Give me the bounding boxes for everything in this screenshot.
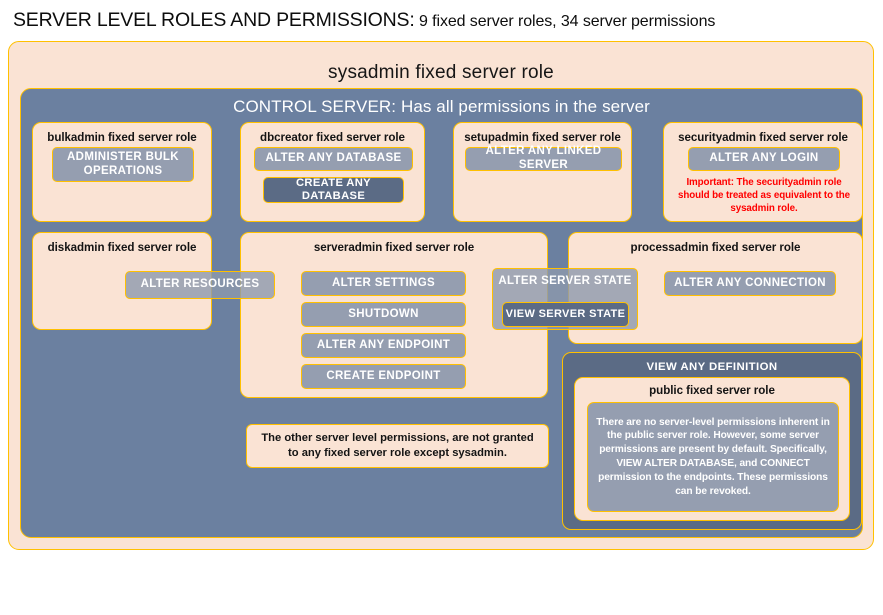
role-label-securityadmin: securityadmin fixed server role <box>678 131 848 144</box>
permission-alter-settings: ALTER SETTINGS <box>301 271 466 296</box>
role-label-processadmin: processadmin fixed server role <box>630 241 801 254</box>
role-box-serveradmin: serveradmin fixed server role ALTER SETT… <box>240 232 548 398</box>
permission-label-view-any-definition: VIEW ANY DEFINITION <box>646 361 778 373</box>
permission-alter-resources: ALTER RESOURCES <box>125 271 275 299</box>
role-label-setupadmin: setupadmin fixed server role <box>464 131 621 144</box>
role-label-public: public fixed server role <box>649 384 775 397</box>
permission-alter-any-database: ALTER ANY DATABASE <box>254 147 413 171</box>
permission-alter-any-linked-server: ALTER ANY LINKED SERVER <box>465 145 622 171</box>
role-label-serveradmin: serveradmin fixed server role <box>313 241 475 254</box>
page-title-main: SERVER LEVEL ROLES AND PERMISSIONS: <box>13 9 415 31</box>
permission-administer-bulk-operations: ADMINISTER BULK OPERATIONS <box>52 147 194 182</box>
role-box-bulkadmin: bulkadmin fixed server role ADMINISTER B… <box>32 122 212 222</box>
control-server-label: CONTROL SERVER: Has all permissions in t… <box>233 97 650 116</box>
permission-alter-any-endpoint: ALTER ANY ENDPOINT <box>301 333 466 358</box>
page-title: SERVER LEVEL ROLES AND PERMISSIONS: 9 fi… <box>13 9 873 35</box>
role-box-setupadmin: setupadmin fixed server role ALTER ANY L… <box>453 122 632 222</box>
diagram-canvas: SERVER LEVEL ROLES AND PERMISSIONS: 9 fi… <box>8 9 874 550</box>
page-title-subtitle: 9 fixed server roles, 34 server permissi… <box>419 13 716 30</box>
role-box-public: public fixed server role There are no se… <box>574 377 850 521</box>
public-role-description: There are no server-level permissions in… <box>587 402 839 512</box>
permission-view-any-definition-container: VIEW ANY DEFINITION public fixed server … <box>562 352 862 530</box>
product-version-label: SQL Server 2017 <box>56 603 146 615</box>
role-box-securityadmin: securityadmin fixed server role ALTER AN… <box>663 122 863 222</box>
role-label-diskadmin: diskadmin fixed server role <box>47 241 197 254</box>
permission-alter-any-login: ALTER ANY LOGIN <box>688 147 840 171</box>
permission-shutdown: SHUTDOWN <box>301 302 466 327</box>
role-box-dbcreator: dbcreator fixed server role ALTER ANY DA… <box>240 122 425 222</box>
sysadmin-role-label: sysadmin fixed server role <box>328 62 554 83</box>
permission-create-endpoint: CREATE ENDPOINT <box>301 364 466 389</box>
role-label-dbcreator: dbcreator fixed server role <box>260 131 405 144</box>
other-permissions-note: The other server level permissions, are … <box>246 424 549 468</box>
role-label-bulkadmin: bulkadmin fixed server role <box>47 131 197 144</box>
securityadmin-warning-note: Important: The securityadmin role should… <box>677 177 851 214</box>
permission-alter-any-connection: ALTER ANY CONNECTION <box>664 271 836 296</box>
permission-view-server-state: VIEW SERVER STATE <box>502 302 629 327</box>
permission-create-any-database: CREATE ANY DATABASE <box>263 177 404 203</box>
